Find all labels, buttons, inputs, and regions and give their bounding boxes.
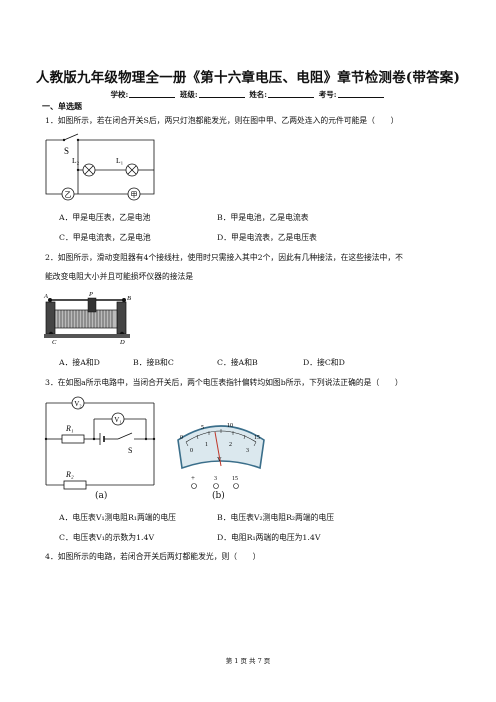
q1-meter-jia: 甲 (131, 191, 138, 199)
document-title: 人教版九年级物理全一册《第十六章电压、电阻》章节检测卷(带答案) (35, 70, 461, 86)
page-footer: 第 1 页 共 7 页 (225, 657, 271, 665)
q3-terminal-15: 15 (232, 476, 238, 482)
q2-option-a[interactable]: A．接A和D (59, 358, 100, 367)
q2-rheostat-figure: A P B C D (43, 291, 131, 346)
q3-option-d[interactable]: D．电阻R₁两端的电压为1.4V (217, 533, 321, 542)
number-label: 考号: (318, 90, 337, 99)
q3-terminal-plus: + (191, 474, 195, 482)
q3-option-a[interactable]: A．电压表V₁测电阻R₁两端的电压 (59, 513, 176, 522)
class-blank[interactable] (198, 90, 245, 98)
q3-caption-b: (b) (212, 491, 225, 501)
q3-dial-tick-3: 3 (246, 448, 249, 454)
q3-dial-unit: V (217, 456, 222, 463)
q1-option-b[interactable]: B．甲是电池，乙是电流表 (217, 213, 309, 222)
q1-circuit-figure: S L₂ L₁ 乙 甲 (45, 133, 155, 201)
q3-dial-tick-5: 5 (201, 425, 204, 431)
school-label: 学校: (110, 90, 129, 99)
q1-option-c[interactable]: C．甲是电流表，乙是电池 (59, 233, 151, 242)
q3-option-c[interactable]: C．电压表V₁的示数为1.4V (59, 533, 155, 542)
q3-caption-a: (a) (95, 491, 108, 501)
school-blank[interactable] (129, 90, 176, 98)
q2-stem-line2: 能改变电阻大小并且可能损坏仪器的接法是 (45, 272, 194, 281)
name-blank[interactable] (268, 90, 315, 98)
q1-option-a[interactable]: A．甲是电压表，乙是电池 (59, 213, 151, 222)
q3-switch-label: S (128, 446, 132, 455)
q3-circuit-figure-a: V₂ V₁ R₁ S R₂ (44, 396, 156, 490)
q1-lamp2-label: L₂ (72, 156, 80, 165)
q3-option-b[interactable]: B．电压表V₂测电阻R₂两端的电压 (217, 513, 335, 522)
number-blank[interactable] (337, 90, 384, 98)
q3-dial-zero-outer: 0 (180, 435, 183, 441)
q1-lamp1-label: L₁ (116, 156, 124, 165)
q4-stem: 4．如图所示的电路，若闭合开关后两灯都能发光，则（ ） (45, 552, 261, 561)
q2-option-c[interactable]: C．接A和B (217, 358, 258, 367)
q2-option-d[interactable]: D．接C和D (303, 358, 345, 367)
q2-terminal-d: D (119, 339, 125, 346)
q1-option-d[interactable]: D．甲是电流表，乙是电压表 (217, 233, 317, 242)
q3-stem: 3．在如图a所示电路中，当闭合开关后，两个电压表指针偏转均如图b所示，下列说法正… (45, 378, 403, 387)
q3-dial-tick-10: 10 (227, 423, 233, 429)
student-info-line: 学校: 班级: 姓名: 考号: (0, 89, 496, 100)
q2-slider-p: P (88, 291, 93, 298)
q2-stem-line1: 2．如图所示，滑动变阻器有4个接线柱，使用时只需接入其中2个，因此有几种接法，在… (45, 253, 403, 262)
q2-terminal-a: A (43, 293, 48, 300)
q3-dial-tick-15: 15 (254, 435, 260, 441)
section-heading: 一、单选题 (42, 101, 82, 111)
q3-dial-tick-1: 1 (205, 442, 208, 448)
q1-switch-label: S (64, 146, 69, 156)
q2-terminal-c: C (52, 339, 57, 346)
q3-terminal-3: 3 (214, 476, 217, 482)
q1-meter-yi: 乙 (65, 191, 72, 199)
class-label: 班级: (179, 90, 198, 99)
q3-dial-zero-inner: 0 (190, 448, 193, 454)
q3-voltmeter-figure-b: 0 5 10 15 0 1 2 3 V + 3 15 (177, 423, 265, 489)
q2-terminal-b: B (127, 295, 131, 302)
q1-stem: 1．如图所示，若在闭合开关S后，两只灯泡都能发光，则在图中甲、乙两处连入的元件可… (45, 116, 399, 125)
q2-option-b[interactable]: B．接B和C (133, 358, 174, 367)
q3-dial-tick-2: 2 (229, 442, 232, 448)
q3-meter-v2: V₂ (74, 400, 82, 408)
name-label: 姓名: (249, 90, 268, 99)
q3-r1-label: R₁ (65, 424, 74, 433)
q3-meter-v1: V₁ (114, 416, 122, 424)
q3-r2-label: R₂ (65, 470, 74, 479)
